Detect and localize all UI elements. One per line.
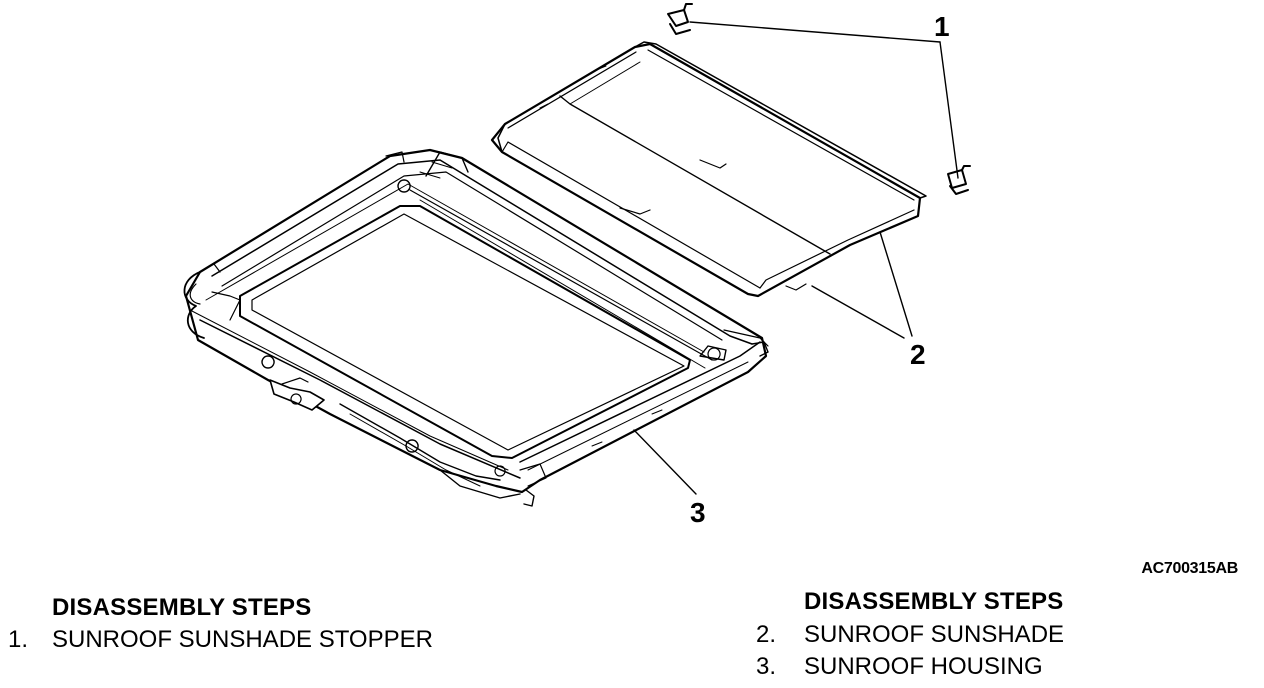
right-steps-heading: DISASSEMBLY STEPS [804,588,1064,615]
step-item: 2. SUNROOF SUNSHADE [756,621,1064,649]
left-steps-heading: DISASSEMBLY STEPS [52,594,312,621]
step-number: 1. [8,626,29,653]
exploded-view-diagram: 1 2 3 [183,3,971,528]
callout-1: 1 [934,11,950,42]
sunshade-stopper-top [667,3,693,35]
callout-3: 3 [690,497,706,528]
step-item: 3. SUNROOF HOUSING [756,653,1043,681]
step-number: 3. [756,653,777,680]
step-item: 1. SUNROOF SUNSHADE STOPPER [8,626,433,654]
step-label: SUNROOF HOUSING [804,653,1043,680]
sunshade-stopper-right [947,165,971,195]
step-label: SUNROOF SUNSHADE STOPPER [52,626,433,653]
callout-2: 2 [910,339,926,370]
step-label: SUNROOF SUNSHADE [804,621,1065,648]
sunroof-sunshade [490,41,927,298]
step-number: 2. [756,621,777,648]
sunroof-housing [183,148,769,507]
leader-lines [633,21,959,495]
figure-code: AC700315AB [1141,560,1238,577]
